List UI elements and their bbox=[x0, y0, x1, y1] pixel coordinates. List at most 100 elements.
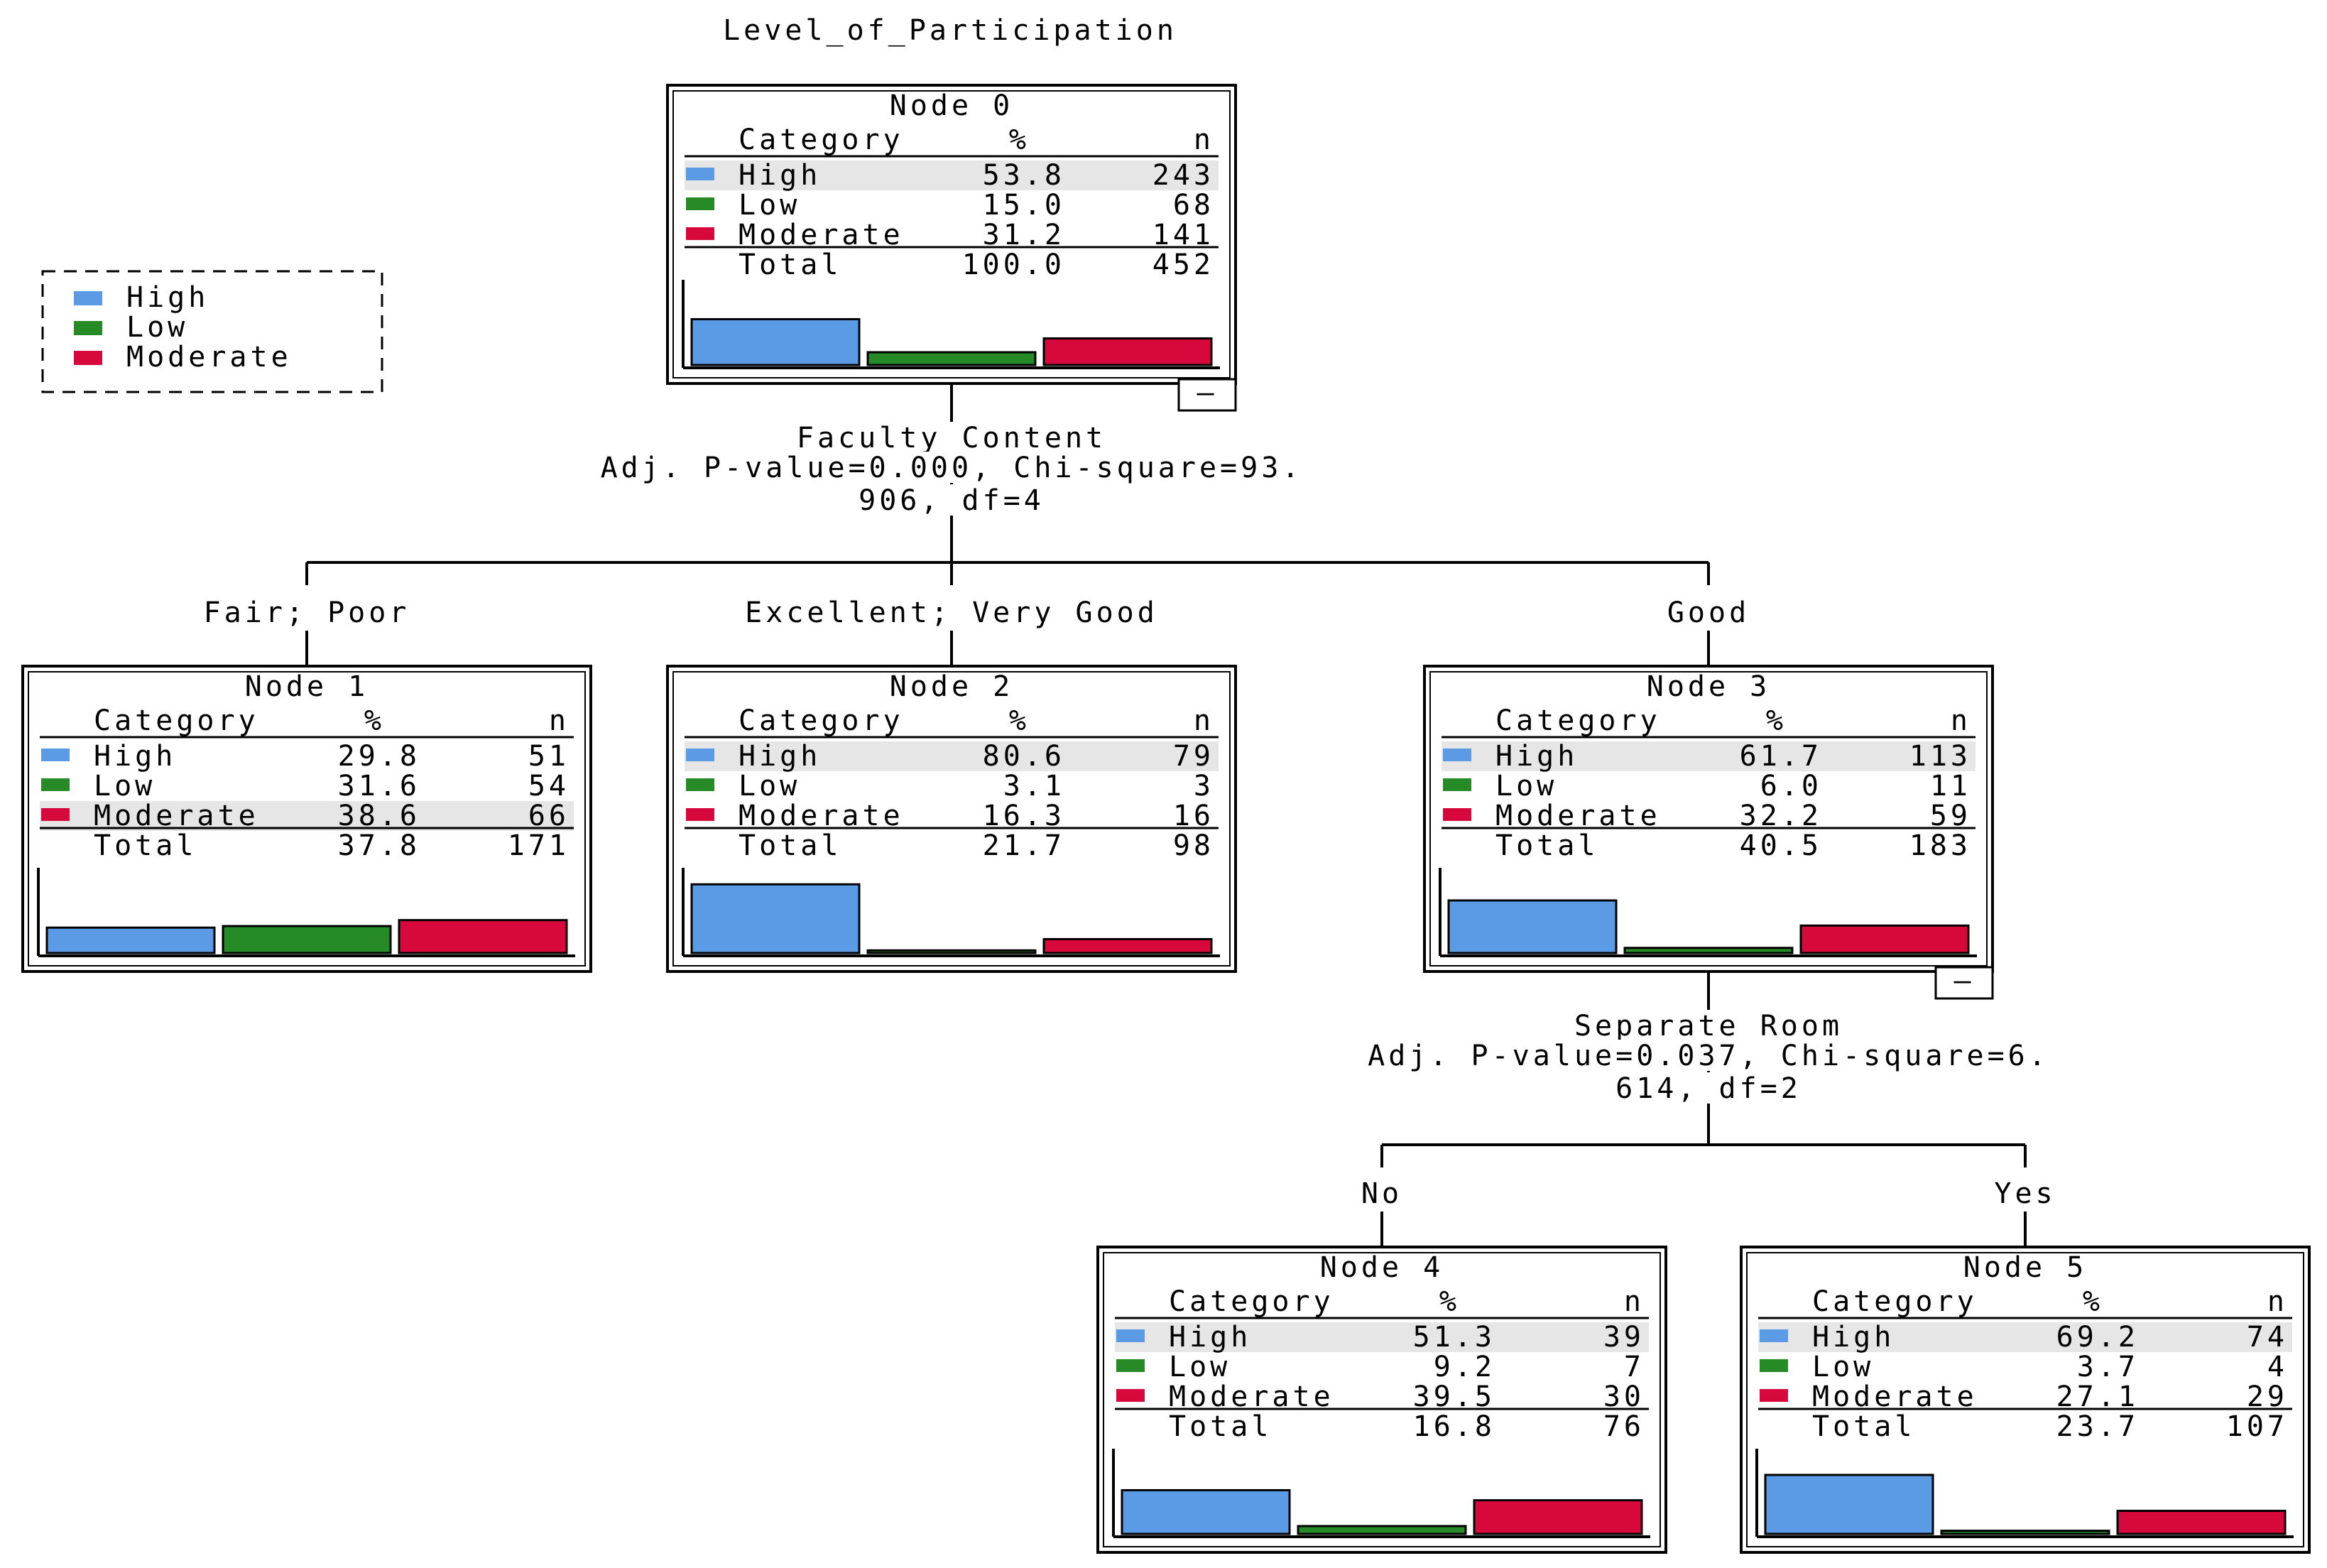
split-label-bg bbox=[620, 452, 1283, 483]
split-label-bg bbox=[1616, 1072, 1801, 1104]
row-category: Moderate bbox=[94, 800, 259, 832]
node-title: Node 5 bbox=[1963, 1251, 2088, 1284]
row-category: Moderate bbox=[739, 800, 904, 832]
bar-low bbox=[1297, 1525, 1467, 1535]
collapse-icon: — bbox=[1197, 376, 1217, 409]
row-n: 141 bbox=[1152, 219, 1214, 251]
total-percent: 23.7 bbox=[2056, 1410, 2139, 1443]
row-category: Low bbox=[94, 770, 156, 802]
bar-high bbox=[1447, 899, 1618, 954]
bar-low bbox=[1623, 947, 1794, 954]
row-percent: 31.6 bbox=[338, 770, 420, 802]
bar-low bbox=[866, 351, 1037, 366]
legend-swatch-moderate bbox=[74, 351, 102, 365]
node-title: Node 1 bbox=[245, 670, 369, 703]
branch-label-bg bbox=[1660, 594, 1757, 631]
header-category: Category bbox=[739, 704, 904, 737]
row-highlight bbox=[685, 160, 1219, 190]
header-n: n bbox=[1194, 124, 1214, 156]
row-percent: 6.0 bbox=[1760, 770, 1822, 802]
split-stats-node-0: 906, df=4 bbox=[859, 484, 1045, 517]
legend-label-high: High bbox=[126, 281, 209, 314]
swatch-low bbox=[686, 197, 714, 210]
swatch-low bbox=[41, 778, 70, 791]
row-category: Moderate bbox=[1169, 1381, 1334, 1413]
branch-label-2: Good bbox=[1667, 597, 1750, 629]
row-highlight bbox=[1115, 1322, 1649, 1352]
total-n: 183 bbox=[1909, 829, 1971, 862]
row-percent: 15.0 bbox=[983, 189, 1065, 222]
row-category: Moderate bbox=[1812, 1381, 1978, 1413]
swatch-high bbox=[41, 748, 70, 761]
collapse-button[interactable] bbox=[1177, 378, 1237, 412]
row-percent: 51.3 bbox=[1413, 1321, 1495, 1354]
bar-moderate bbox=[1799, 924, 1970, 954]
row-n: 66 bbox=[528, 800, 570, 832]
header-percent: % bbox=[1009, 704, 1030, 737]
row-n: 51 bbox=[528, 740, 570, 773]
row-n: 30 bbox=[1603, 1381, 1645, 1413]
legend-box bbox=[41, 270, 383, 393]
bar-low bbox=[866, 949, 1037, 954]
row-percent: 32.2 bbox=[1740, 800, 1822, 832]
total-label: Total bbox=[1495, 829, 1598, 862]
split-stats-node-3: Adj. P-value=0.037, Chi-square=6. bbox=[1368, 1040, 2049, 1072]
collapse-icon: — bbox=[1953, 964, 1974, 997]
header-category: Category bbox=[1812, 1285, 1978, 1318]
branch-label-bg bbox=[1986, 1175, 2064, 1212]
total-n: 452 bbox=[1152, 249, 1214, 281]
row-highlight bbox=[40, 801, 574, 831]
bar-moderate bbox=[2116, 1509, 2287, 1535]
node-title: Node 2 bbox=[890, 670, 1014, 703]
row-percent: 3.1 bbox=[1003, 770, 1065, 802]
row-highlight bbox=[685, 741, 1219, 771]
split-variable-node-3: Separate_Room bbox=[1574, 1010, 1843, 1042]
legend-swatch-low bbox=[74, 321, 102, 335]
swatch-moderate bbox=[41, 808, 70, 821]
tree-title: Level_of_Participation bbox=[723, 14, 1177, 47]
row-category: Low bbox=[1812, 1351, 1874, 1383]
header-n: n bbox=[1624, 1285, 1645, 1318]
split-label-bg bbox=[1386, 1040, 2031, 1071]
row-percent: 80.6 bbox=[983, 740, 1065, 773]
swatch-moderate bbox=[1116, 1389, 1145, 1402]
branch-label-3: No bbox=[1361, 1177, 1402, 1210]
bar-high bbox=[1121, 1488, 1291, 1535]
row-category: Moderate bbox=[739, 219, 904, 251]
total-n: 76 bbox=[1603, 1410, 1645, 1443]
row-category: High bbox=[1812, 1321, 1895, 1354]
row-percent: 3.7 bbox=[2077, 1351, 2139, 1383]
row-percent: 61.7 bbox=[1740, 740, 1822, 773]
header-category: Category bbox=[739, 124, 904, 156]
node-title: Node 0 bbox=[890, 89, 1014, 122]
branch-label-bg bbox=[1352, 1175, 1412, 1212]
swatch-high bbox=[1443, 748, 1471, 761]
bar-moderate bbox=[1042, 337, 1213, 366]
node-inner-frame bbox=[1746, 1252, 2304, 1547]
total-percent: 21.7 bbox=[983, 829, 1065, 862]
row-percent: 69.2 bbox=[2056, 1321, 2139, 1354]
header-category: Category bbox=[94, 704, 259, 737]
header-category: Category bbox=[1495, 704, 1661, 737]
total-label: Total bbox=[1169, 1410, 1272, 1443]
row-percent: 27.1 bbox=[2056, 1381, 2139, 1413]
legend-label-low: Low bbox=[126, 311, 188, 344]
swatch-moderate bbox=[686, 808, 714, 821]
legend-swatch-high bbox=[74, 291, 102, 305]
swatch-high bbox=[1116, 1329, 1145, 1342]
collapse-button[interactable] bbox=[1934, 966, 1994, 1000]
header-percent: % bbox=[1009, 124, 1030, 156]
total-label: Total bbox=[739, 249, 841, 281]
node-inner-frame bbox=[672, 671, 1231, 967]
swatch-low bbox=[1760, 1359, 1788, 1372]
bar-moderate bbox=[1042, 937, 1213, 954]
swatch-high bbox=[1760, 1329, 1788, 1342]
